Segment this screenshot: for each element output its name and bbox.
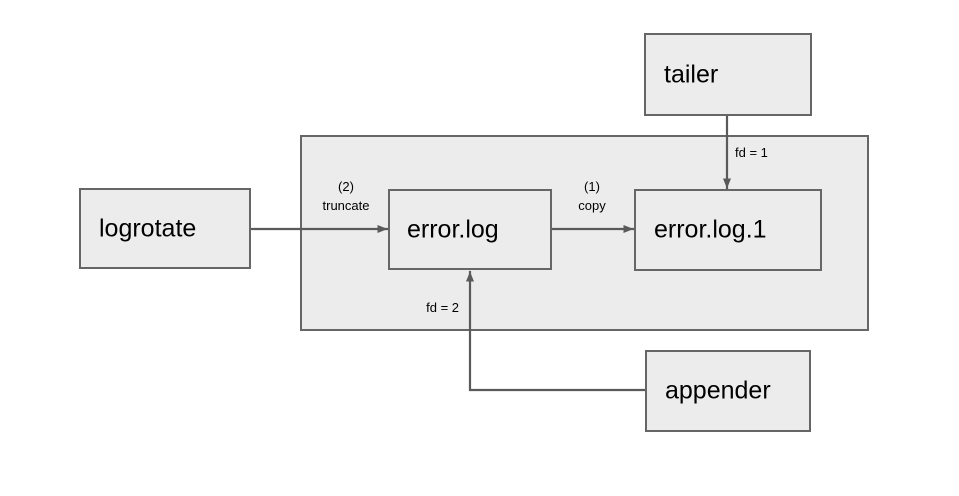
- error-log-1-box[interactable]: [634, 189, 822, 271]
- appender-label: appender: [665, 377, 771, 405]
- tailer-label: tailer: [664, 61, 718, 89]
- node-logrotate[interactable]: logrotate: [79, 188, 251, 269]
- logrotate-box[interactable]: [79, 188, 251, 269]
- truncate-step-label: (2): [338, 179, 354, 194]
- node-error-log[interactable]: error.log: [388, 189, 552, 270]
- node-tailer[interactable]: tailer: [644, 33, 812, 116]
- error-log-box[interactable]: [388, 189, 552, 270]
- tailer-box[interactable]: [644, 33, 812, 116]
- copy-step-label: (1): [584, 179, 600, 194]
- edge-label-truncate: (2) truncate: [323, 179, 370, 213]
- fd-2-label: fd = 2: [426, 300, 459, 315]
- error-log-1-label: error.log.1: [654, 216, 767, 244]
- copy-action-label: copy: [578, 198, 606, 213]
- fd-1-label: fd = 1: [735, 145, 768, 160]
- edge-label-copy: (1) copy: [578, 179, 606, 213]
- appender-box[interactable]: [645, 350, 811, 432]
- node-appender[interactable]: appender: [645, 350, 811, 432]
- truncate-action-label: truncate: [323, 198, 370, 213]
- edge-appender-to-error-log: [466, 270, 648, 392]
- error-log-label: error.log: [407, 216, 499, 244]
- node-error-log-1[interactable]: error.log.1: [634, 189, 822, 271]
- logrotate-label: logrotate: [99, 215, 196, 243]
